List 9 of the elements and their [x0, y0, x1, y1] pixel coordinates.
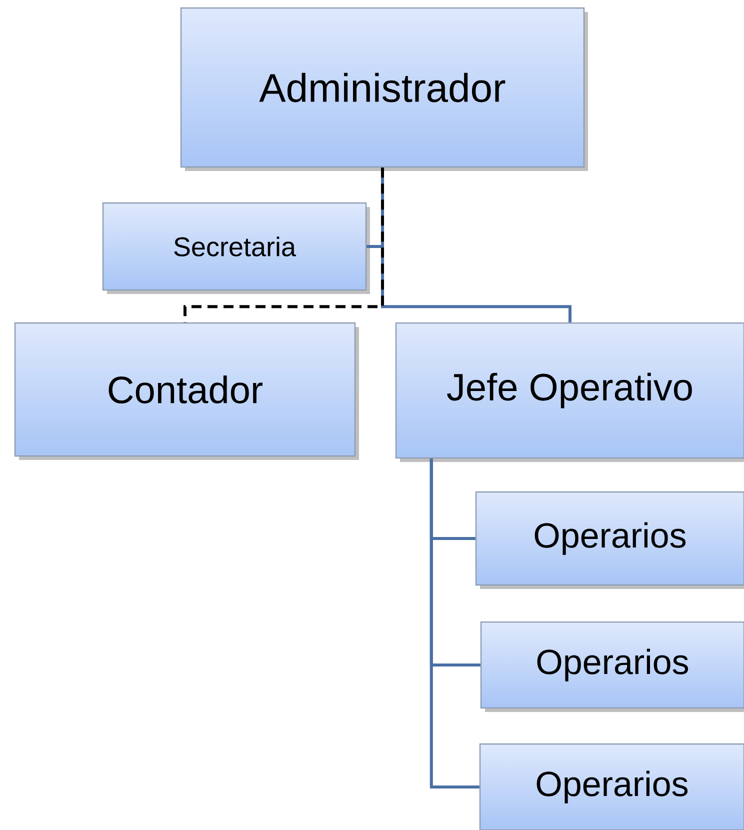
connector-line — [430, 458, 480, 788]
org-box: Operarios — [479, 743, 744, 830]
org-box: Operarios — [475, 491, 744, 586]
org-box: Operarios — [480, 621, 744, 709]
org-box: Jefe Operativo — [395, 322, 744, 459]
org-box: Administrador — [180, 7, 585, 168]
org-box: Contador — [14, 322, 356, 457]
connector-line — [184, 168, 384, 322]
org-box: Secretaria — [102, 202, 367, 291]
